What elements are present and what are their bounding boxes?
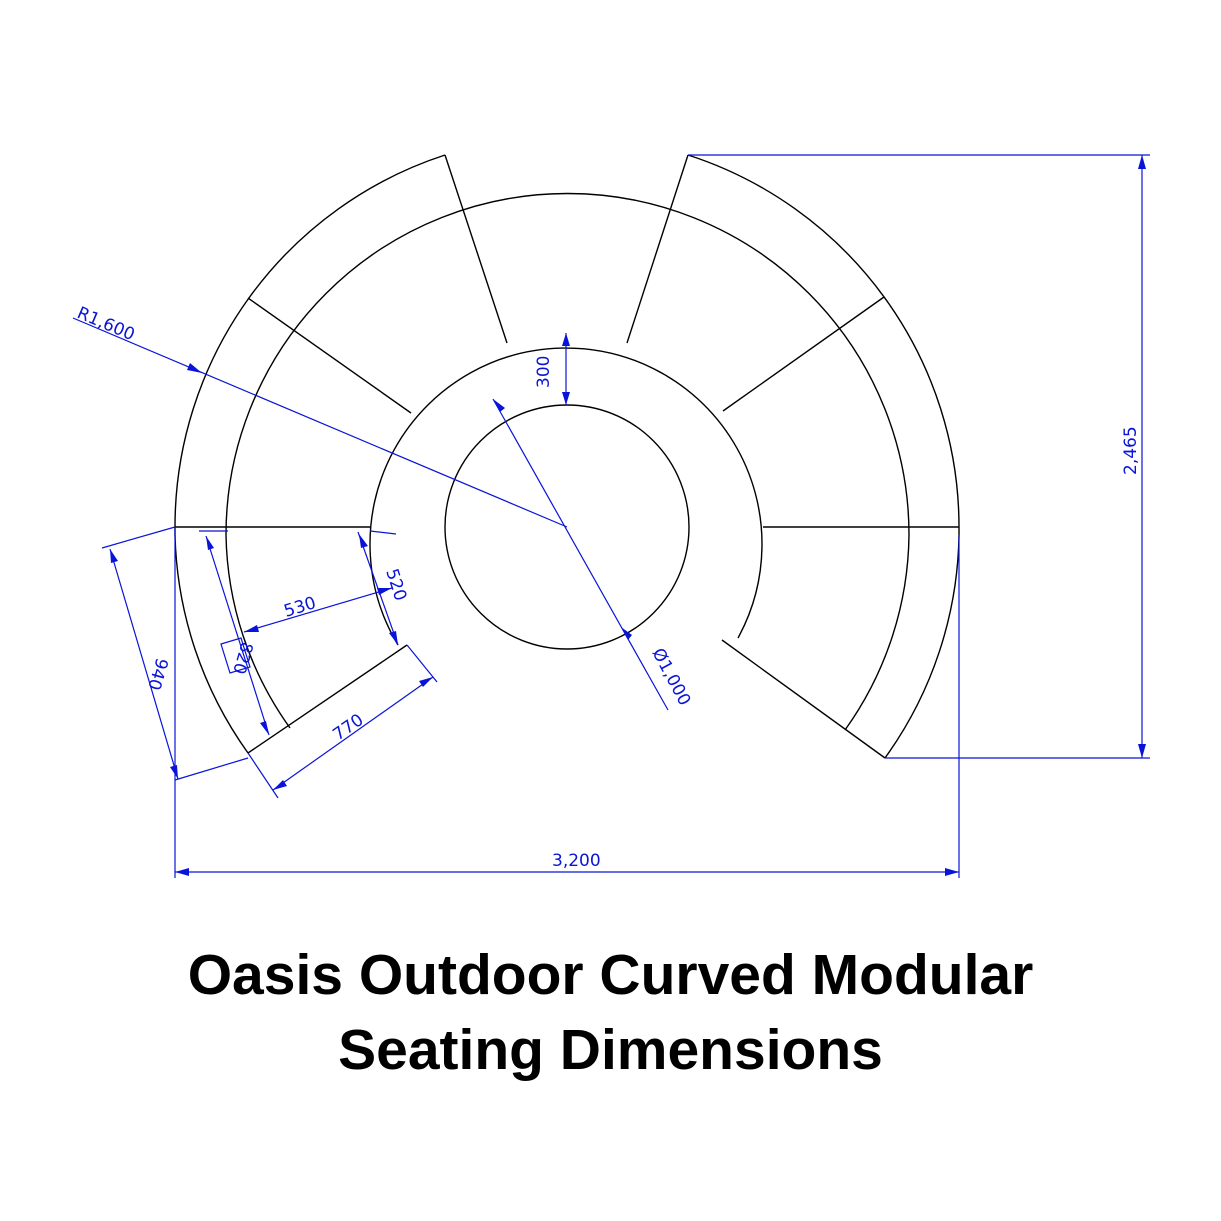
module-back-width-dimension: 770: [247, 644, 438, 799]
height-dimension: 2,465: [688, 154, 1150, 759]
round-table: [444, 404, 690, 650]
dimension-lines: R1,600 300 Ø1,000 2,465: [72, 154, 1150, 878]
diameter-label: Ø1,000: [648, 645, 695, 709]
inner-width-label: 820: [228, 640, 256, 677]
inner-seat-arc: [369, 347, 763, 646]
title-line-1: Oasis Outdoor Curved Modular: [187, 943, 1034, 1007]
module-dividers: [175, 154, 959, 759]
radius-dimension: R1,600: [72, 303, 568, 528]
seat-front-arc: [225, 192, 910, 731]
height-label: 2,465: [1121, 426, 1141, 475]
seat-front-arc-left: [225, 534, 291, 729]
diameter-dimension: Ø1,000: [492, 398, 695, 711]
width-dimension: 3,200: [174, 527, 960, 878]
outer-width-label: 940: [143, 656, 171, 693]
seat-depth-label: 300: [534, 356, 554, 388]
sofa-outline: [174, 154, 960, 759]
back-width-label: 770: [329, 710, 367, 745]
side-depth-label: 520: [381, 566, 410, 603]
outer-back-arc: [174, 154, 446, 754]
radius-label: R1,600: [74, 303, 137, 345]
title-line-2: Seating Dimensions: [338, 1018, 883, 1082]
front-depth-label: 530: [282, 593, 319, 622]
width-label: 3,200: [552, 851, 601, 871]
module-inner-width-dimension: 820: [199, 530, 270, 736]
module-front-depth-dimension: 530: [243, 587, 393, 633]
page-title: Oasis Outdoor Curved Modular Seating Dim…: [0, 938, 1221, 1088]
outer-back-arc-right: [687, 154, 960, 759]
seat-depth-dimension: 300: [534, 333, 570, 405]
